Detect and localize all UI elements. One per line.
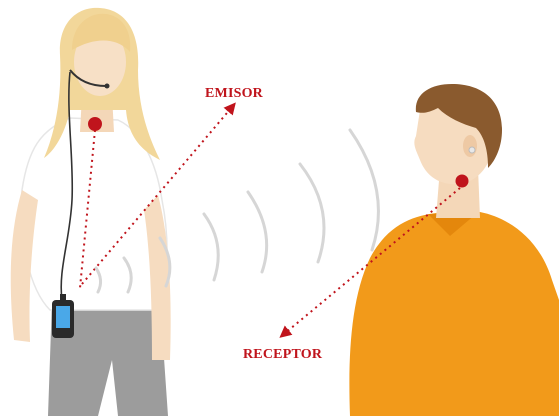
mobile-phone-icon: [52, 294, 74, 338]
mic-tip: [105, 84, 110, 89]
wave-arc: [300, 164, 324, 262]
earpiece-icon: [469, 147, 475, 153]
emisor-label: EMISOR: [205, 86, 263, 102]
woman-figure: [11, 8, 171, 416]
woman-throat-dot: [88, 117, 102, 131]
man-shirt: [349, 212, 559, 416]
wave-arc: [248, 192, 267, 272]
receptor-label: RECEPTOR: [243, 347, 322, 363]
man-throat-dot: [456, 175, 469, 188]
man-ear: [463, 135, 477, 157]
wave-arc: [350, 130, 378, 250]
man-figure: [349, 84, 559, 416]
wave-arc: [204, 214, 218, 280]
